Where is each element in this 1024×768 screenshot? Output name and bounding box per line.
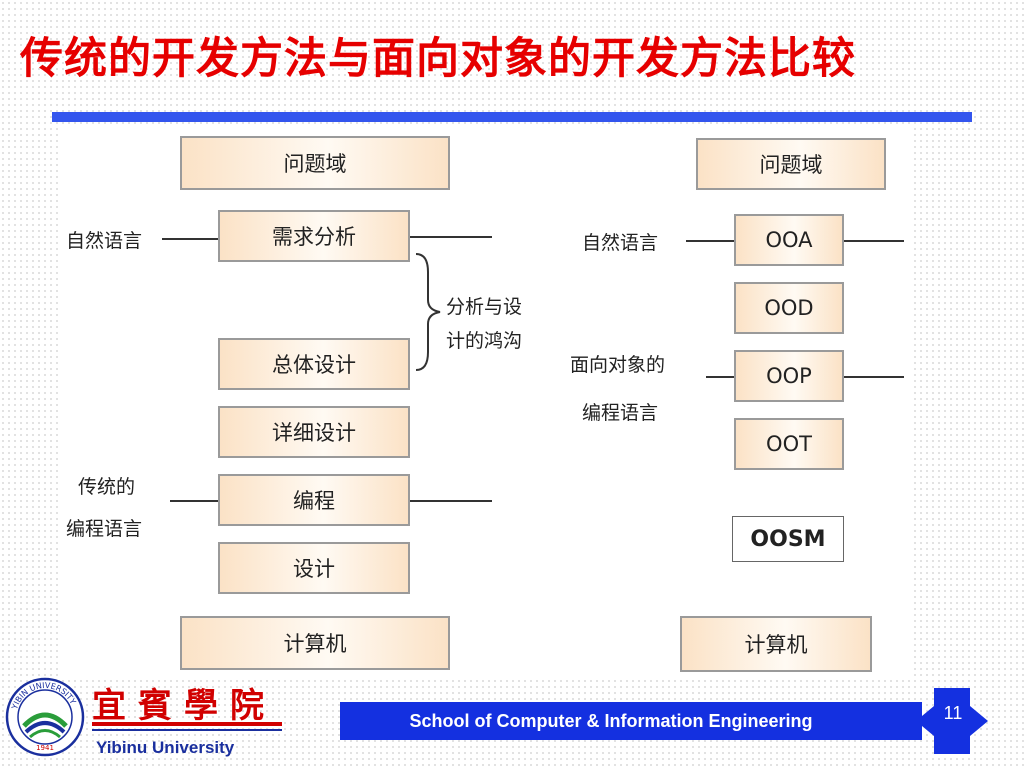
page-title: 传统的开发方法与面向对象的开发方法比较 <box>20 34 856 84</box>
oo-lang-connector <box>706 376 734 378</box>
university-name-cn: 宜賓學院 <box>92 686 276 726</box>
page-badge-icon <box>916 688 988 754</box>
gap-brace <box>415 253 441 371</box>
oop-box: OOP <box>734 350 844 402</box>
trad-lang-connector <box>170 500 218 502</box>
comparison-diagram: 问题域 自然语言 需求分析 分析与设 计的鸿沟 总体设计 详细设计 传统的 编程… <box>60 128 910 680</box>
oo-lang-label-line2: 编程语言 <box>582 402 659 424</box>
gap-label-line1: 分析与设 <box>446 296 523 318</box>
oosm-label: OOSM <box>750 526 826 552</box>
oo-lang-label-line1: 面向对象的 <box>570 354 666 376</box>
university-seal-icon: YIBIN UNIVERSITY 1941 <box>5 677 85 757</box>
oot-label: OOT <box>766 432 812 456</box>
title-underline <box>52 112 972 122</box>
school-name: School of Computer & Information Enginee… <box>409 710 813 731</box>
university-name-en: Yibinu University <box>96 738 235 757</box>
requirements-right-line <box>410 236 492 238</box>
oo-computer-box: 计算机 <box>680 616 872 672</box>
trad-natural-language-connector <box>162 238 218 240</box>
trad-problem-domain-box: 问题域 <box>180 136 450 190</box>
logo-red-rule <box>92 722 282 726</box>
ooa-label: OOA <box>765 228 813 252</box>
requirements-analysis-label: 需求分析 <box>272 225 356 249</box>
detailed-design-label: 详细设计 <box>272 421 356 445</box>
ooa-box: OOA <box>734 214 844 266</box>
gap-label-line2: 计的鸿沟 <box>446 330 523 352</box>
detailed-design-box: 详细设计 <box>218 406 410 458</box>
trad-lang-label-line2: 编程语言 <box>66 518 143 540</box>
oop-right-line <box>844 376 904 378</box>
oop-label: OOP <box>766 364 812 388</box>
oo-problem-domain-box: 问题域 <box>696 138 886 190</box>
requirements-analysis-box: 需求分析 <box>218 210 410 262</box>
ood-box: OOD <box>734 282 844 334</box>
ood-label: OOD <box>764 296 814 320</box>
coding-right-line <box>410 500 492 502</box>
trad-problem-domain-label: 问题域 <box>283 152 347 176</box>
design-label: 设计 <box>293 557 335 581</box>
oosm-box: OOSM <box>732 516 844 562</box>
footer-banner: School of Computer & Information Enginee… <box>340 702 922 740</box>
oo-natural-language-connector <box>686 240 734 242</box>
overall-design-box: 总体设计 <box>218 338 410 390</box>
trad-natural-language-label: 自然语言 <box>66 230 143 252</box>
logo-blue-rule <box>92 729 282 731</box>
overall-design-label: 总体设计 <box>272 353 356 377</box>
trad-computer-box: 计算机 <box>180 616 450 670</box>
ooa-right-line <box>844 240 904 242</box>
trad-computer-label: 计算机 <box>283 632 347 656</box>
design-box: 设计 <box>218 542 410 594</box>
oot-box: OOT <box>734 418 844 470</box>
trad-lang-label-line1: 传统的 <box>78 476 136 498</box>
oo-computer-label: 计算机 <box>744 633 808 657</box>
svg-text:1941: 1941 <box>36 744 54 752</box>
oo-problem-domain-label: 问题域 <box>759 153 823 177</box>
coding-box: 编程 <box>218 474 410 526</box>
page-number: 11 <box>943 703 963 723</box>
oo-natural-language-label: 自然语言 <box>582 232 659 254</box>
coding-label: 编程 <box>293 489 335 513</box>
